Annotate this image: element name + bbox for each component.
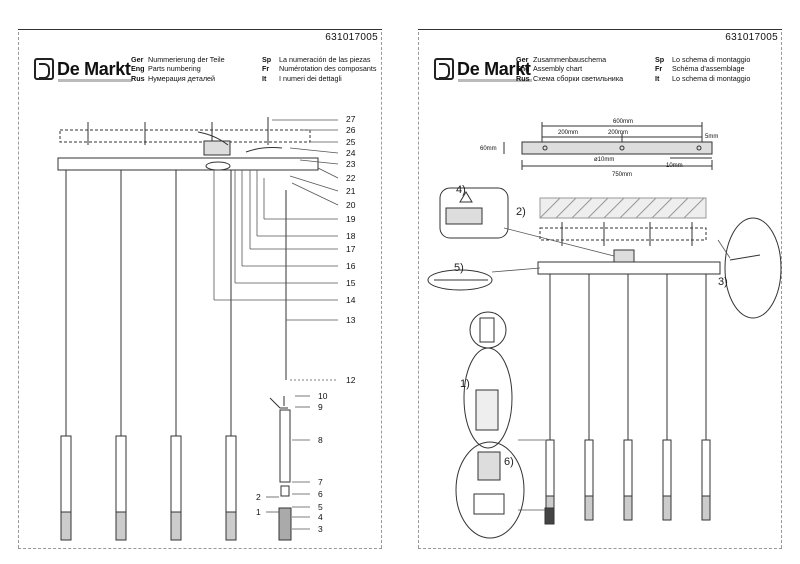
part-number: 14 (346, 295, 356, 305)
article-code: 631017005 (325, 32, 378, 43)
part-number: 21 (346, 186, 356, 196)
mounting-plate (59, 129, 311, 143)
step-marker: 5) (454, 262, 464, 274)
frame-border (418, 548, 782, 549)
part-number: 27 (346, 114, 356, 124)
canopy (57, 157, 319, 171)
part-number: 1 (256, 507, 261, 517)
guide-lines (491, 227, 731, 511)
lamp-tubes (545, 439, 711, 521)
mounting-bar-dimensions (503, 122, 713, 170)
article-code: 631017005 (725, 32, 778, 43)
logo-mark-icon (434, 58, 454, 80)
part-number: 22 (346, 173, 356, 183)
part-number: 12 (346, 375, 356, 385)
mounting-plate (539, 227, 707, 241)
sheet-frame (18, 29, 382, 550)
frame-border (381, 32, 382, 548)
part-number: 16 (346, 261, 356, 271)
part-number: 23 (346, 159, 356, 169)
part-number: 20 (346, 200, 356, 210)
part-number: 25 (346, 137, 356, 147)
part-number: 13 (346, 315, 356, 325)
brand-logo: De Markt (434, 54, 532, 84)
dimension-label: 5mm (705, 134, 719, 140)
part-number: 7 (318, 477, 323, 487)
part-number: 4 (318, 512, 323, 522)
part-number: 26 (346, 125, 356, 135)
terminal-block (613, 249, 635, 263)
leader-lines (213, 119, 339, 530)
suspension-cables (65, 170, 287, 436)
suspension-cables (549, 274, 707, 440)
ceiling-hatch (539, 197, 707, 219)
logo-underline (458, 79, 532, 82)
screws (87, 117, 269, 145)
logo-mark-icon (34, 58, 54, 80)
dimension-label: 200mm (608, 130, 629, 136)
step-marker: 3) (718, 276, 728, 288)
part-number: 15 (346, 278, 356, 288)
part-number: 2 (256, 492, 261, 502)
step-marker: 2) (516, 206, 526, 218)
dimension-label: 600mm (613, 119, 634, 125)
part-number: 6 (318, 489, 323, 499)
frame-border (418, 32, 419, 548)
logo-text: De Markt (457, 58, 531, 79)
dimension-label: 750mm (612, 172, 633, 178)
terminal-block (203, 140, 231, 156)
canopy (537, 261, 721, 275)
dimension-label: 10mm (666, 163, 683, 169)
part-number: 18 (346, 231, 356, 241)
frame-border (18, 32, 19, 548)
sheet-frame (418, 29, 782, 550)
brand-logo: De Markt (34, 54, 132, 84)
exploded-lamp (269, 396, 292, 541)
cable-gland (205, 161, 231, 171)
ground-wire (245, 147, 283, 153)
part-number: 24 (346, 148, 356, 158)
part-number: 5 (318, 502, 323, 512)
frame-border (18, 548, 382, 549)
part-number: 3 (318, 524, 323, 534)
part-number: 19 (346, 214, 356, 224)
part-number: 9 (318, 402, 323, 412)
logo-underline (58, 79, 132, 82)
step-marker: 6) (504, 456, 514, 468)
part-number: 10 (318, 391, 328, 401)
mains-wire (197, 131, 229, 146)
frame-border (781, 32, 782, 548)
lamp-tubes (60, 435, 237, 541)
dimension-label: ø10mm (594, 157, 615, 163)
step-marker: 1) (460, 378, 470, 390)
dimension-label: 60mm (480, 146, 497, 152)
logo-text: De Markt (57, 58, 131, 79)
screws (561, 222, 693, 246)
dimension-label: 200mm (558, 130, 579, 136)
assembly-drawing (427, 122, 782, 539)
exploded-parts-drawing (57, 117, 339, 541)
part-number: 8 (318, 435, 323, 445)
detail-callouts (427, 187, 782, 539)
step-marker: 4) (456, 184, 466, 196)
part-number: 17 (346, 244, 356, 254)
